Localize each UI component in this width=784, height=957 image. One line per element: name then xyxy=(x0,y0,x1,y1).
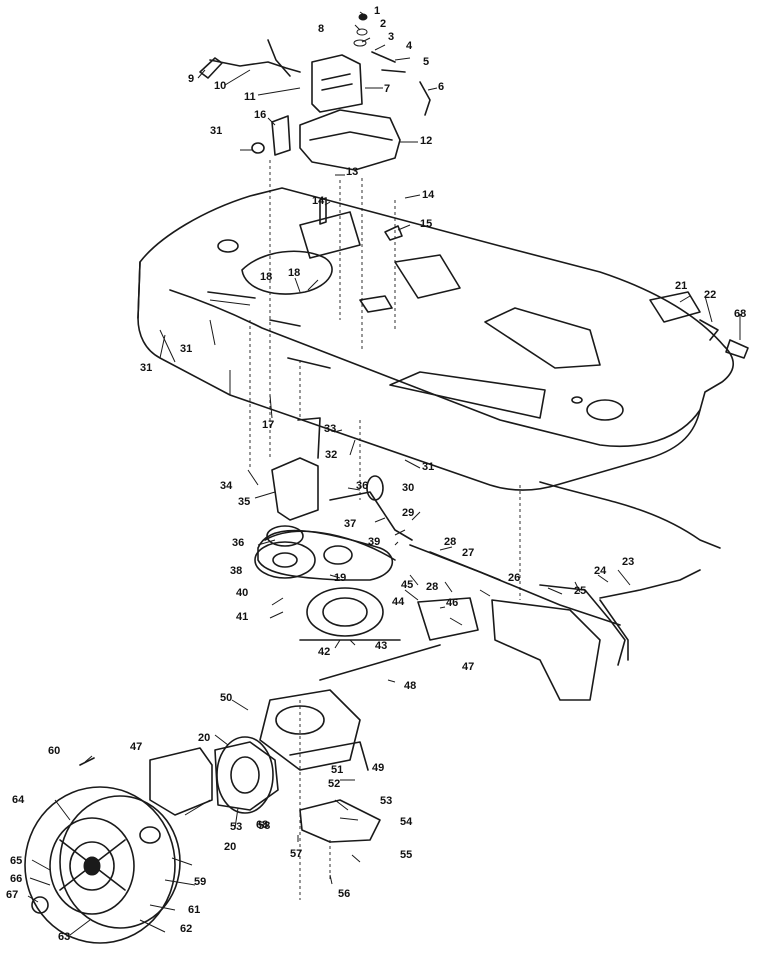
part-label-41: 41 xyxy=(236,611,249,623)
part-label-57: 57 xyxy=(290,848,303,860)
part-label-44: 44 xyxy=(392,596,405,608)
part-label-60: 60 xyxy=(48,745,61,757)
part-label-30: 30 xyxy=(402,482,415,494)
part-label-12: 12 xyxy=(420,135,433,147)
part-label-28a: 28 xyxy=(444,536,457,548)
drive-belt-assembly xyxy=(249,320,721,701)
part-label-18a: 18 xyxy=(260,271,273,283)
part-label-24: 24 xyxy=(594,565,607,577)
part-label-59: 59 xyxy=(194,876,207,888)
part-label-53a: 53 xyxy=(380,795,393,807)
part-label-47b: 47 xyxy=(130,741,143,753)
part-label-18b: 18 xyxy=(288,267,301,279)
part-label-51: 51 xyxy=(331,764,344,776)
part-label-36b: 36 xyxy=(232,537,245,549)
part-label-26: 26 xyxy=(508,572,521,584)
part-label-31d: 31 xyxy=(422,461,435,473)
part-label-52: 52 xyxy=(328,778,341,790)
part-label-20b: 20 xyxy=(224,841,237,853)
rear-wheel xyxy=(24,757,181,944)
leader-lines xyxy=(27,11,741,936)
part-label-42: 42 xyxy=(318,646,331,658)
part-label-16: 16 xyxy=(254,109,267,121)
part-label-53b: 53 xyxy=(230,821,243,833)
part-label-25: 25 xyxy=(574,585,587,597)
part-label-67: 67 xyxy=(6,889,19,901)
part-label-7: 7 xyxy=(384,83,391,95)
part-label-43: 43 xyxy=(375,640,388,652)
part-label-62: 62 xyxy=(180,923,193,935)
part-label-34: 34 xyxy=(220,480,233,492)
chassis-frame xyxy=(137,187,734,491)
part-label-20a: 20 xyxy=(198,732,211,744)
part-label-65: 65 xyxy=(10,855,23,867)
part-label-14b: 14 xyxy=(312,195,325,207)
part-label-61: 61 xyxy=(188,904,201,916)
part-label-35: 35 xyxy=(238,496,251,508)
part-label-31a: 31 xyxy=(210,125,223,137)
part-label-50: 50 xyxy=(220,692,233,704)
part-label-55: 55 xyxy=(400,849,413,861)
part-label-46: 46 xyxy=(446,597,459,609)
part-label-31b: 31 xyxy=(140,362,153,374)
part-label-14a: 14 xyxy=(422,189,435,201)
part-label-2: 2 xyxy=(380,18,387,30)
part-label-45: 45 xyxy=(401,579,414,591)
part-label-68b: 68 xyxy=(256,819,269,831)
part-label-4: 4 xyxy=(406,40,413,52)
part-label-22: 22 xyxy=(704,289,717,301)
part-label-33: 33 xyxy=(324,423,337,435)
part-label-6: 6 xyxy=(438,81,445,93)
part-label-3: 3 xyxy=(388,31,395,43)
part-label-15: 15 xyxy=(420,218,433,230)
part-label-38: 38 xyxy=(230,565,243,577)
part-label-32: 32 xyxy=(325,449,338,461)
part-label-49: 49 xyxy=(372,762,385,774)
part-label-37: 37 xyxy=(344,518,357,530)
transaxle xyxy=(149,639,441,900)
part-label-36a: 36 xyxy=(356,480,369,492)
part-label-66: 66 xyxy=(10,873,23,885)
part-label-13: 13 xyxy=(346,166,359,178)
part-label-23: 23 xyxy=(622,556,635,568)
part-label-21: 21 xyxy=(675,280,688,292)
part-label-54: 54 xyxy=(400,816,413,828)
part-label-58: 58 xyxy=(258,820,271,832)
part-label-27: 27 xyxy=(462,547,475,559)
part-label-40: 40 xyxy=(236,587,249,599)
part-label-39: 39 xyxy=(368,536,381,548)
part-label-29: 29 xyxy=(402,507,415,519)
part-label-48: 48 xyxy=(404,680,417,692)
part-label-10: 10 xyxy=(214,80,227,92)
part-label-31c: 31 xyxy=(180,343,193,355)
part-label-5: 5 xyxy=(423,56,430,68)
part-label-64: 64 xyxy=(12,794,25,806)
part-label-1: 1 xyxy=(374,5,381,17)
part-label-56: 56 xyxy=(338,888,351,900)
part-label-47a: 47 xyxy=(462,661,475,673)
shifter-assembly xyxy=(199,13,431,460)
part-label-17: 17 xyxy=(262,419,275,431)
part-label-19: 19 xyxy=(334,572,347,584)
part-label-28b: 28 xyxy=(426,581,439,593)
part-label-11: 11 xyxy=(244,91,256,103)
brake-bracket xyxy=(649,291,749,359)
part-label-9: 9 xyxy=(188,73,195,85)
part-label-63: 63 xyxy=(58,931,71,943)
part-label-68a: 68 xyxy=(734,308,747,320)
part-label-8: 8 xyxy=(318,23,325,35)
